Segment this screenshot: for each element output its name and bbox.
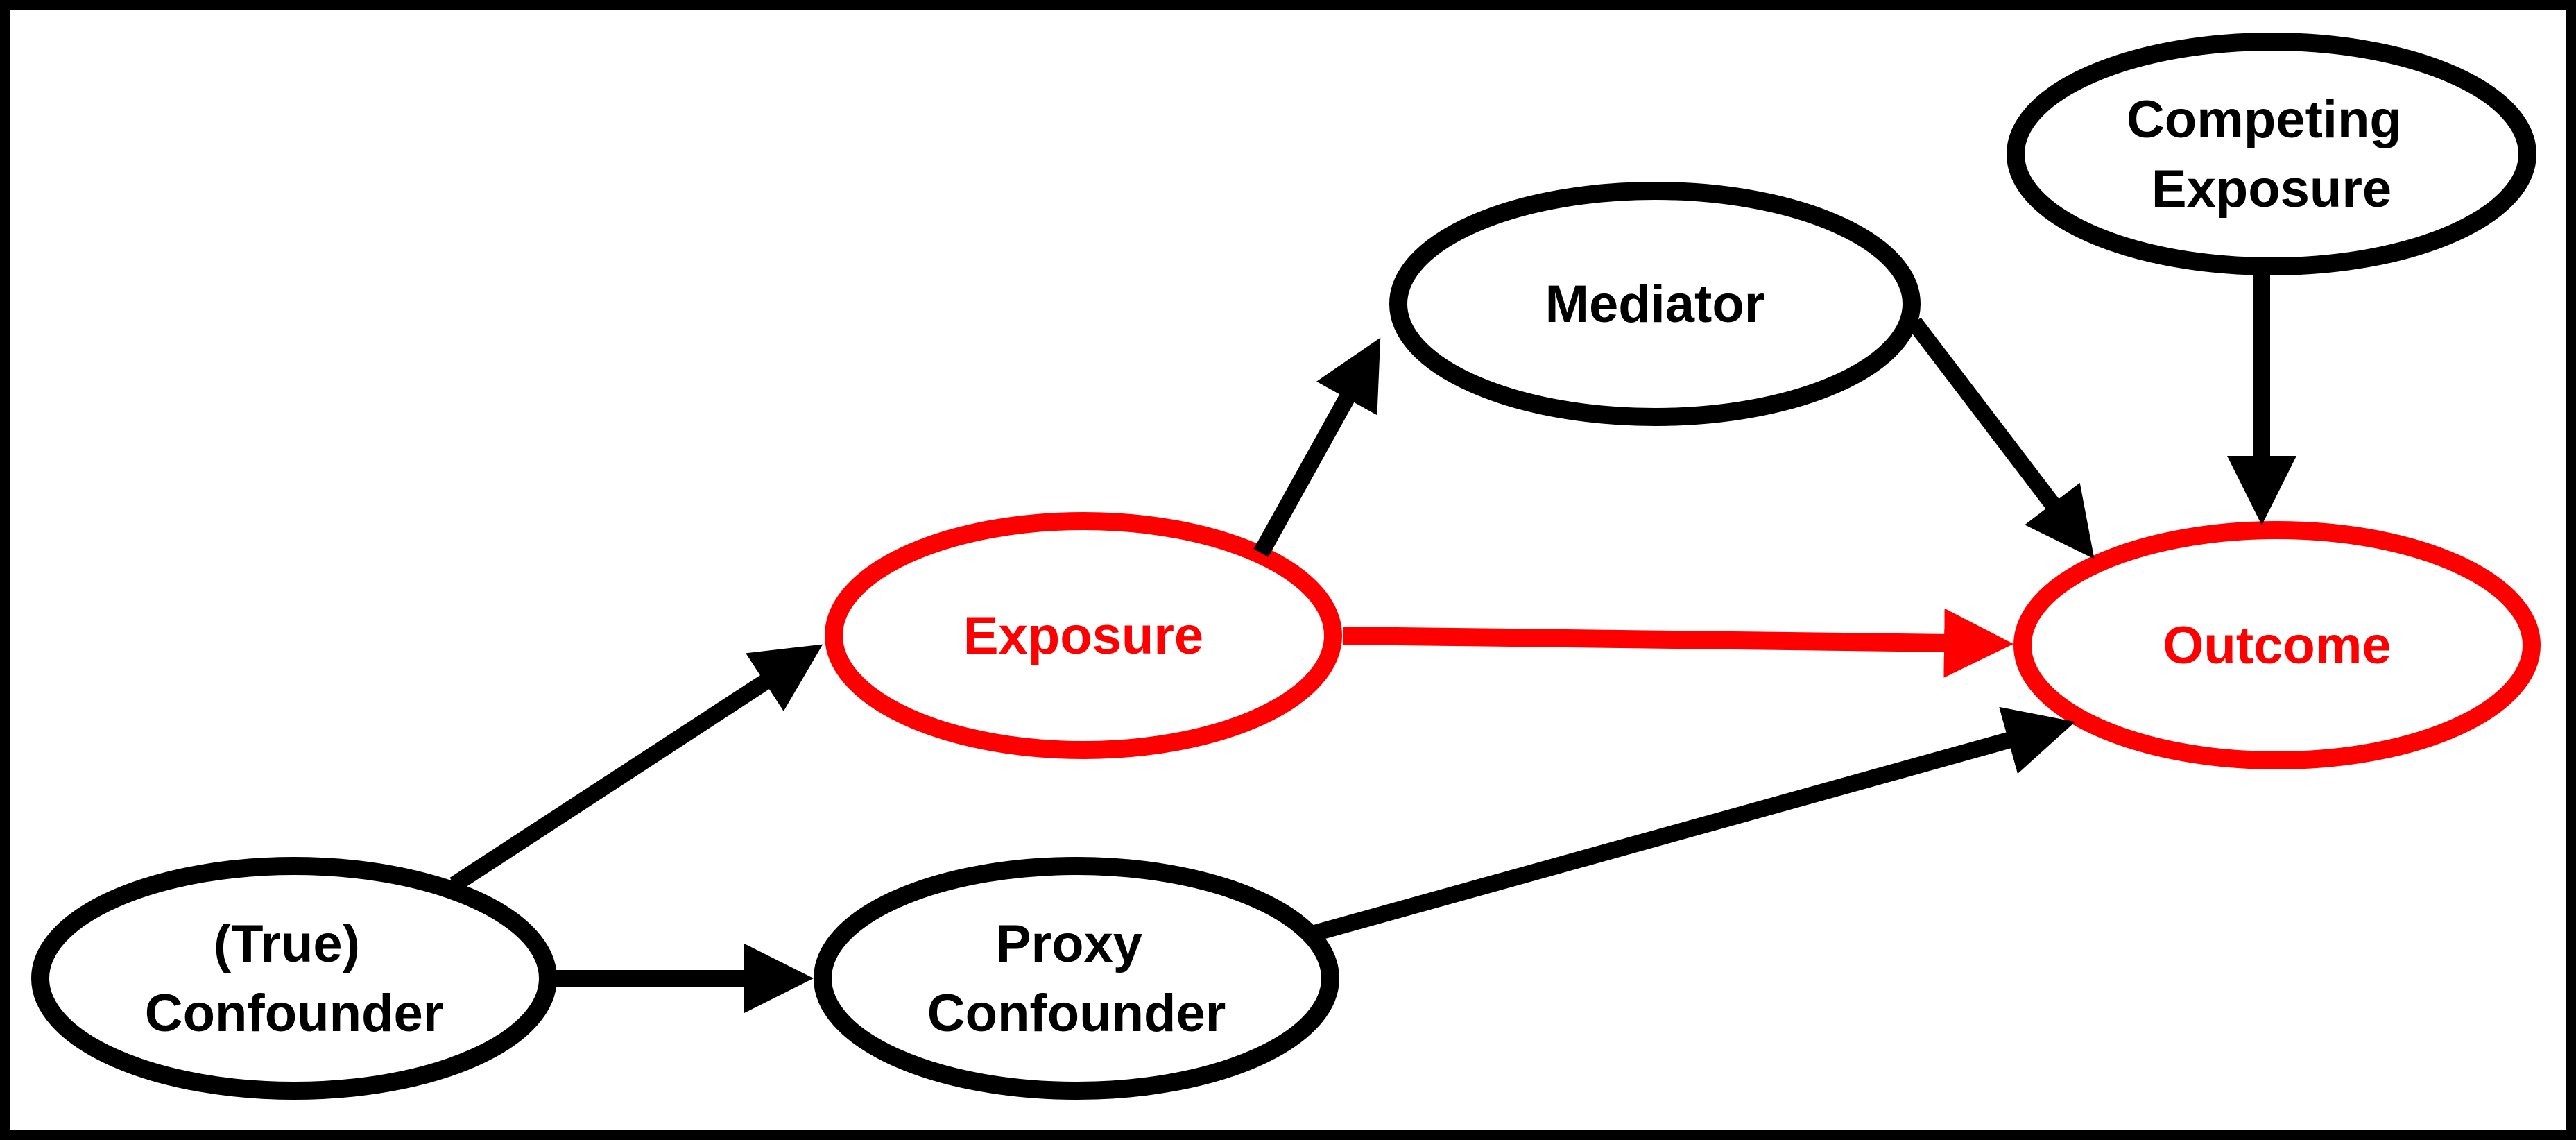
edge-true-confounder-to-exposure-arrow bbox=[449, 644, 823, 892]
node-outcome: Outcome bbox=[2013, 521, 2541, 769]
node-competing-exposure-label: Competing Exposure bbox=[2127, 90, 2416, 219]
node-mediator-label: Mediator bbox=[1545, 275, 1765, 334]
edge-exposure-to-outcome-arrow bbox=[1342, 608, 2013, 678]
node-proxy-confounder-label: Proxy Confounder bbox=[927, 914, 1226, 1043]
node-exposure-ellipse bbox=[825, 512, 1342, 759]
node-true-confounder-ellipse bbox=[31, 857, 557, 1100]
node-exposure: Exposure bbox=[825, 512, 1342, 759]
edges bbox=[449, 275, 2296, 1013]
node-competing-exposure-ellipse bbox=[2007, 33, 2536, 275]
edge-proxy-confounder-to-outcome-arrow bbox=[1312, 706, 2075, 942]
node-proxy-confounder-ellipse bbox=[814, 857, 1339, 1100]
node-true-confounder-label: (True) Confounder bbox=[145, 914, 444, 1043]
node-mediator: Mediator bbox=[1389, 182, 1921, 426]
node-mediator-ellipse bbox=[1389, 182, 1921, 426]
node-exposure-label: Exposure bbox=[963, 606, 1203, 665]
node-competing-exposure: Competing Exposure bbox=[2007, 33, 2536, 275]
edge-exposure-to-mediator-arrow bbox=[1253, 337, 1381, 557]
node-true-confounder: (True) Confounder bbox=[31, 857, 557, 1100]
node-proxy-confounder: Proxy Confounder bbox=[814, 857, 1339, 1100]
node-outcome-ellipse bbox=[2013, 521, 2541, 769]
node-outcome-label: Outcome bbox=[2163, 616, 2391, 675]
edge-mediator-to-outcome-arrow bbox=[1907, 317, 2095, 559]
